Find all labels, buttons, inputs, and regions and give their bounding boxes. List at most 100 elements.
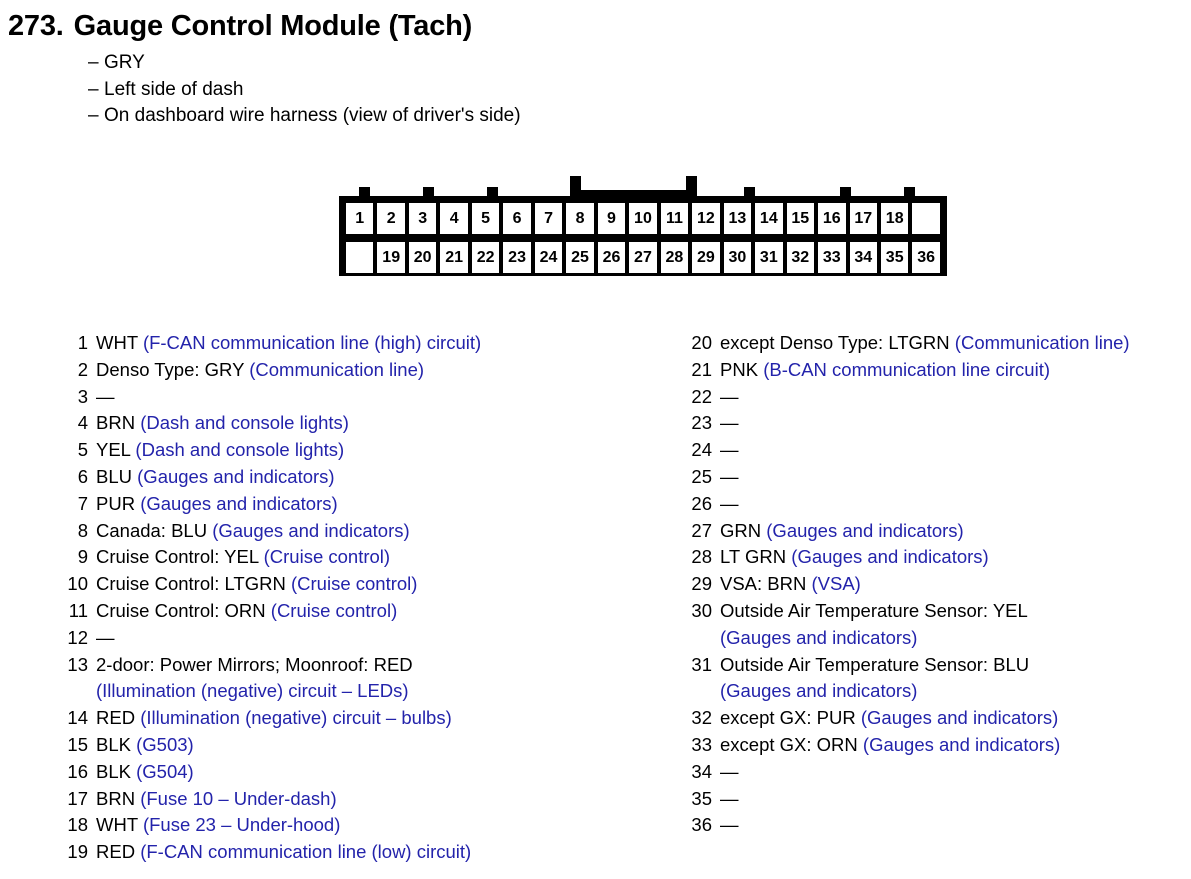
pin-circuit-label: (B-CAN communication line circuit) <box>763 358 1051 380</box>
pin-wire-color: YEL <box>96 439 131 461</box>
pin-description: Outside Air Temperature Sensor: BLU <box>720 652 1186 679</box>
pin-wire-color: PNK <box>720 358 759 380</box>
connector-pin-35: 35 <box>880 242 909 273</box>
pin-wire-color: GRN <box>720 519 762 541</box>
connector-tab <box>423 187 434 197</box>
connector-pin-24: 24 <box>534 242 563 273</box>
pin-wire-color: BRN <box>96 412 136 434</box>
pin-wire-color: except GX: ORN <box>720 733 858 755</box>
pin-wire-color: BRN <box>96 787 136 809</box>
connector-pin-18: 18 <box>880 203 909 234</box>
dash-icon: – <box>88 52 99 73</box>
latch-post-left <box>570 176 581 202</box>
pin-circuit-label: (Gauges and indicators) <box>860 707 1059 729</box>
pin-wire-color: LT GRN <box>720 546 787 568</box>
pin-description: VSA: BRN (VSA) <box>720 571 1186 598</box>
pin-wire-color: Canada: BLU <box>96 519 208 541</box>
page-header: 273.Gauge Control Module (Tach) –GRY –Le… <box>8 8 1108 130</box>
pin-description: — <box>720 384 1186 411</box>
notes-list: –GRY –Left side of dash –On dashboard wi… <box>88 50 1108 130</box>
pin-entry-24: 24— <box>686 437 1186 464</box>
pin-wire-color: Denso Type: GRY <box>96 358 245 380</box>
pin-wire-color: — <box>720 787 739 809</box>
pin-number: 23 <box>691 412 712 434</box>
latch-crossbar <box>570 190 697 197</box>
note-text: On dashboard wire harness (view of drive… <box>104 105 521 126</box>
pin-description: — <box>720 812 1186 839</box>
connector-tab <box>359 187 370 197</box>
connector-pin-5: 5 <box>471 203 500 234</box>
pin-circuit-label: (Cruise control) <box>263 546 391 568</box>
pin-wire-color: — <box>96 626 115 648</box>
pin-circuit-label-continued: (Gauges and indicators) <box>720 680 918 702</box>
pin-entry-20: 20 except Denso Type: LTGRN (Communicatio… <box>686 330 1186 357</box>
pin-description: BLU (Gauges and indicators) <box>96 464 662 491</box>
pin-number: 3 <box>77 385 88 407</box>
pin-circuit-label: (G503) <box>136 733 194 755</box>
pin-description: Outside Air Temperature Sensor: YEL <box>720 598 1186 625</box>
note-text: GRY <box>104 52 145 73</box>
pin-number: 20 <box>691 332 712 353</box>
pin-number: 13 <box>67 653 88 675</box>
connector-pin-21: 21 <box>440 242 468 273</box>
pin-description: 2-door: Power Mirrors; Moonroof: RED <box>96 652 662 679</box>
note-item: –Left side of dash <box>88 77 1108 104</box>
pin-circuit-label: (Gauges and indicators) <box>137 465 335 487</box>
pin-number: 22 <box>691 385 712 407</box>
connector-tab <box>487 187 498 197</box>
pin-number: 27 <box>691 519 712 541</box>
pin-wire-color: 2-door: Power Mirrors; Moonroof: RED <box>96 653 413 675</box>
pin-wire-color: BLU <box>96 465 132 487</box>
pin-number: 18 <box>67 814 88 836</box>
pin-circuit-label: (Communication line) <box>954 332 1130 353</box>
pin-wire-color: except Denso Type: LTGRN <box>720 332 950 353</box>
connector-pin-20: 20 <box>408 242 437 273</box>
pin-number: 19 <box>67 841 88 863</box>
pin-description: — <box>96 384 662 411</box>
connector-blank-cell <box>346 242 374 273</box>
pin-description: LT GRN (Gauges and indicators) <box>720 544 1186 571</box>
pin-number: 24 <box>691 439 712 461</box>
pin-wire-color: Outside Air Temperature Sensor: YEL <box>720 599 1028 621</box>
pin-number: 31 <box>691 653 712 675</box>
pin-number: 21 <box>691 358 712 380</box>
pin-description: BRN (Dash and console lights) <box>96 410 662 437</box>
pin-description: — <box>96 625 662 652</box>
pin-circuit-label-continued: (Illumination (negative) circuit – LEDs) <box>96 680 409 702</box>
pin-number: 12 <box>67 626 88 648</box>
pin-wire-color: — <box>96 385 115 407</box>
connector-pin-4: 4 <box>440 203 468 234</box>
pin-number: 32 <box>691 707 712 729</box>
pin-number: 15 <box>67 733 88 755</box>
connector-pin-30: 30 <box>723 242 752 273</box>
pin-description: YEL (Dash and console lights) <box>96 437 662 464</box>
pin-wire-color: RED <box>96 841 136 863</box>
pin-circuit-label: (Cruise control) <box>270 599 398 621</box>
connector-pin-2: 2 <box>377 203 405 234</box>
pin-entry-35: 35— <box>686 786 1186 813</box>
pin-circuit-label: (Dash and console lights) <box>140 412 349 434</box>
connector-pin-27: 27 <box>629 242 657 273</box>
pin-number: 11 <box>68 599 88 621</box>
pin-description: — <box>720 464 1186 491</box>
pin-description: except GX: ORN (Gauges and indicators) <box>720 732 1186 759</box>
section-title: Gauge Control Module (Tach) <box>73 10 473 42</box>
pin-entry-21: 21 PNK (B-CAN communication line circuit) <box>686 357 1186 384</box>
pin-wire-color: Cruise Control: LTGRN <box>96 573 286 595</box>
pin-description: BRN (Fuse 10 – Under-dash) <box>96 786 662 813</box>
pin-description: WHT (Fuse 23 – Under-hood) <box>96 812 662 839</box>
pin-wire-color: — <box>720 492 739 514</box>
pin-wire-color: PUR <box>96 492 136 514</box>
pin-circuit-label: (Gauges and indicators) <box>212 519 410 541</box>
pin-circuit-label: (VSA) <box>811 573 861 595</box>
